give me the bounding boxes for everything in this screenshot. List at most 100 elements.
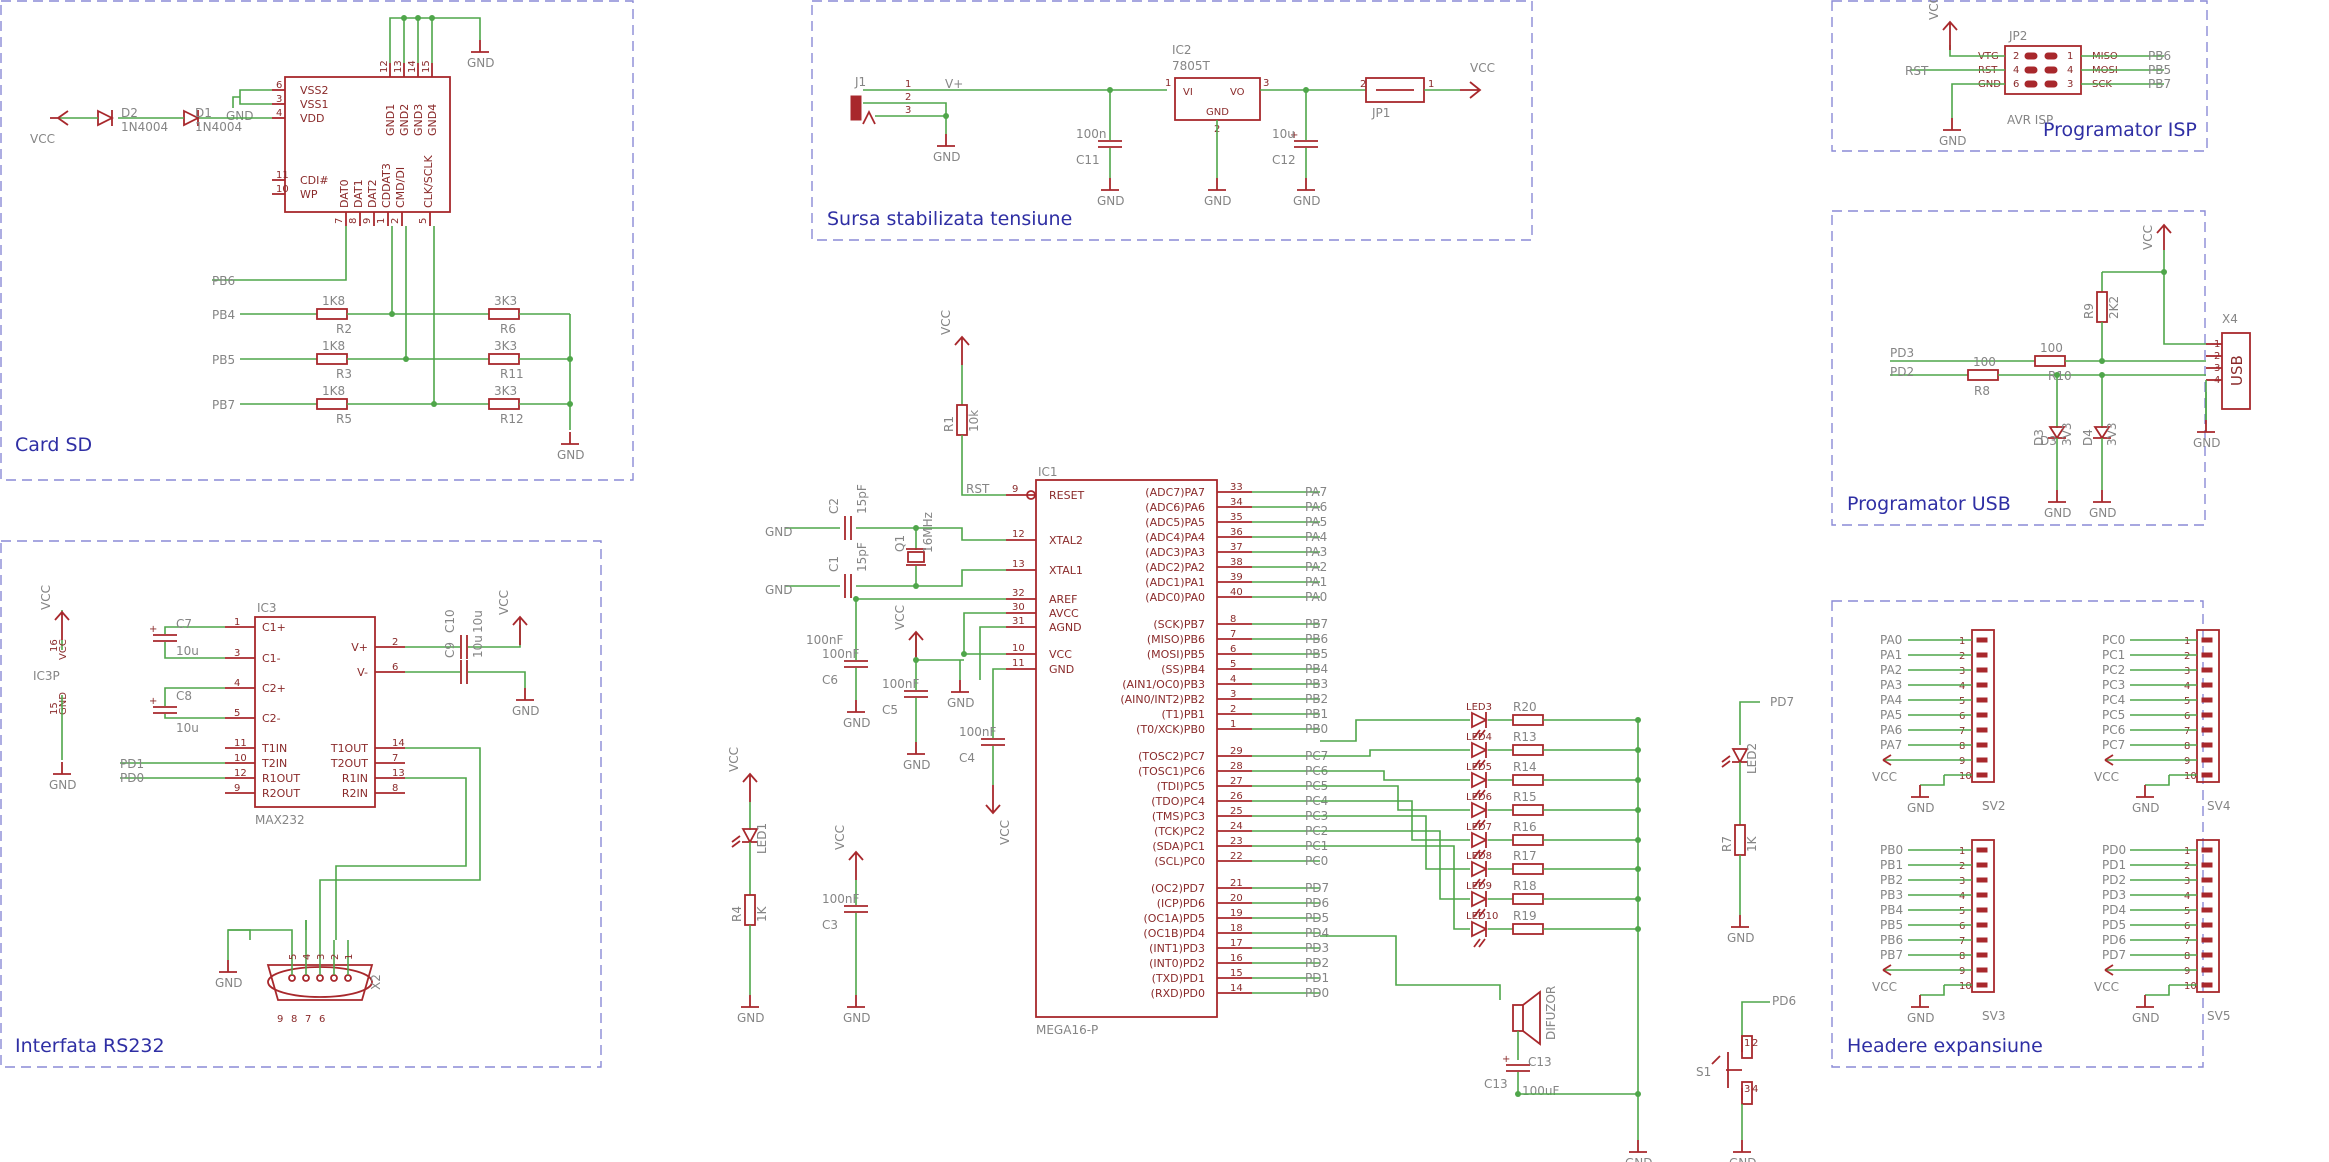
resistor-ref: R15	[1513, 790, 1537, 804]
buzzer	[1512, 1004, 1524, 1032]
pin-number: 26	[1230, 791, 1243, 802]
net-label: PB5	[1880, 918, 1903, 932]
net-label: PB0	[1305, 722, 1328, 736]
net-label: PC3	[1305, 809, 1328, 823]
capacitor-value: 100nF	[959, 725, 997, 739]
pin-name: (TCK)PC2	[1154, 825, 1205, 838]
pin-number: 15	[1230, 968, 1243, 979]
pin-number: 1	[905, 79, 911, 90]
pin-number: 10	[2184, 981, 2197, 992]
header-pin	[2201, 922, 2213, 928]
resistor-value: 100	[2040, 341, 2063, 355]
gnd-symbol	[53, 762, 71, 775]
pin-number: 2	[1230, 704, 1236, 715]
net-label: PA3	[1880, 678, 1902, 692]
gnd-label: GND	[933, 150, 961, 164]
wire	[389, 17, 432, 63]
pin-number: 9	[1959, 756, 1965, 767]
gnd-label: GND	[467, 56, 495, 70]
header-pin	[2201, 757, 2213, 763]
resistor	[1512, 714, 1544, 726]
pin-name: (T1)PB1	[1162, 708, 1205, 721]
ic-ref: IC3	[257, 601, 277, 615]
gnd-label: GND	[765, 583, 793, 597]
capacitor	[981, 738, 1005, 746]
pin-name: (ADC3)PA3	[1145, 546, 1205, 559]
diode-ref: D1	[195, 106, 212, 120]
gnd-symbol	[471, 40, 489, 53]
junction-dot	[943, 113, 949, 119]
pin-number: 3	[905, 105, 911, 116]
net-label: PA1	[1880, 648, 1902, 662]
header-pin	[2201, 697, 2213, 703]
led	[1471, 741, 1489, 759]
net-label: PB5	[212, 353, 235, 367]
section-title-card-sd: Card SD	[15, 434, 92, 456]
capacitor-ref: C10	[443, 609, 457, 633]
net-label: PB6	[2148, 49, 2171, 63]
resistor	[316, 398, 348, 410]
capacitor-ref: C11	[1076, 153, 1100, 167]
gnd-label: GND	[765, 525, 793, 539]
wire	[1951, 83, 2005, 118]
pin-number: 1	[1165, 78, 1171, 89]
max232-body	[254, 616, 376, 808]
jumper-ref: JP1	[1371, 106, 1390, 120]
pin-name: (ADC7)PA7	[1145, 486, 1205, 499]
wire	[335, 777, 467, 940]
pin-number: 6	[1230, 644, 1236, 655]
pin-number: 14	[392, 738, 405, 749]
gnd-label: GND	[557, 448, 585, 462]
pin-number: 8	[348, 218, 359, 224]
crystal-ref: Q1	[893, 535, 907, 552]
vcc-arrow	[1460, 81, 1482, 99]
capacitor-value: 10u	[1272, 127, 1295, 141]
resistor-ref: R9	[2082, 303, 2096, 319]
resistor-ref: R1	[942, 416, 956, 432]
net-label: PB5	[1305, 647, 1328, 661]
capacitor	[844, 574, 852, 598]
led-light	[1473, 849, 1486, 859]
header-pin	[2201, 967, 2213, 973]
gnd-symbol	[2136, 785, 2154, 798]
led-ref: LED10	[1466, 911, 1498, 922]
wire	[1320, 815, 1470, 870]
section-title-isp: Programator ISP	[2043, 119, 2197, 141]
net-label: PD1	[120, 757, 144, 771]
header-pin	[1976, 682, 1988, 688]
gnd-symbol	[951, 680, 969, 693]
pin-number: 3	[1959, 666, 1965, 677]
resistor-ref: R6	[500, 322, 516, 336]
header-pin	[1976, 907, 1988, 913]
gnd-label: GND	[947, 696, 975, 710]
pin-name: T2OUT	[330, 757, 368, 770]
pin-number: 2	[1959, 651, 1965, 662]
pin-name: XTAL1	[1049, 564, 1083, 577]
resistor	[316, 308, 348, 320]
switch-body	[1741, 1081, 1753, 1105]
db9-shell	[266, 964, 374, 1001]
pin-number: 8	[2184, 741, 2190, 752]
pin-number: 39	[1230, 572, 1243, 583]
resistor-value: 100	[1973, 355, 1996, 369]
net-label: PB6	[1880, 933, 1903, 947]
header-body	[1971, 839, 1995, 993]
pin-number: 11	[276, 170, 289, 181]
net-label: V+	[945, 77, 963, 91]
pin-name: RESET	[1049, 489, 1085, 502]
pin-name: V-	[357, 666, 368, 679]
diode-ref: D4	[2081, 429, 2095, 446]
net-label: PB4	[212, 308, 235, 322]
pin-name: (ADC6)PA6	[1145, 501, 1205, 514]
pin-number: 24	[1230, 821, 1243, 832]
wire	[1920, 775, 1945, 786]
vcc-label: VCC	[30, 132, 55, 146]
pin-number: 4	[2013, 65, 2019, 76]
pin-number: 6	[319, 1014, 325, 1025]
pin-number: 9	[1959, 966, 1965, 977]
switch-ref: S1	[1696, 1065, 1711, 1079]
pin-name: R1IN	[342, 772, 368, 785]
pin-number: 8	[1230, 614, 1236, 625]
junction-dot	[913, 525, 919, 531]
junction-dot	[1107, 87, 1113, 93]
